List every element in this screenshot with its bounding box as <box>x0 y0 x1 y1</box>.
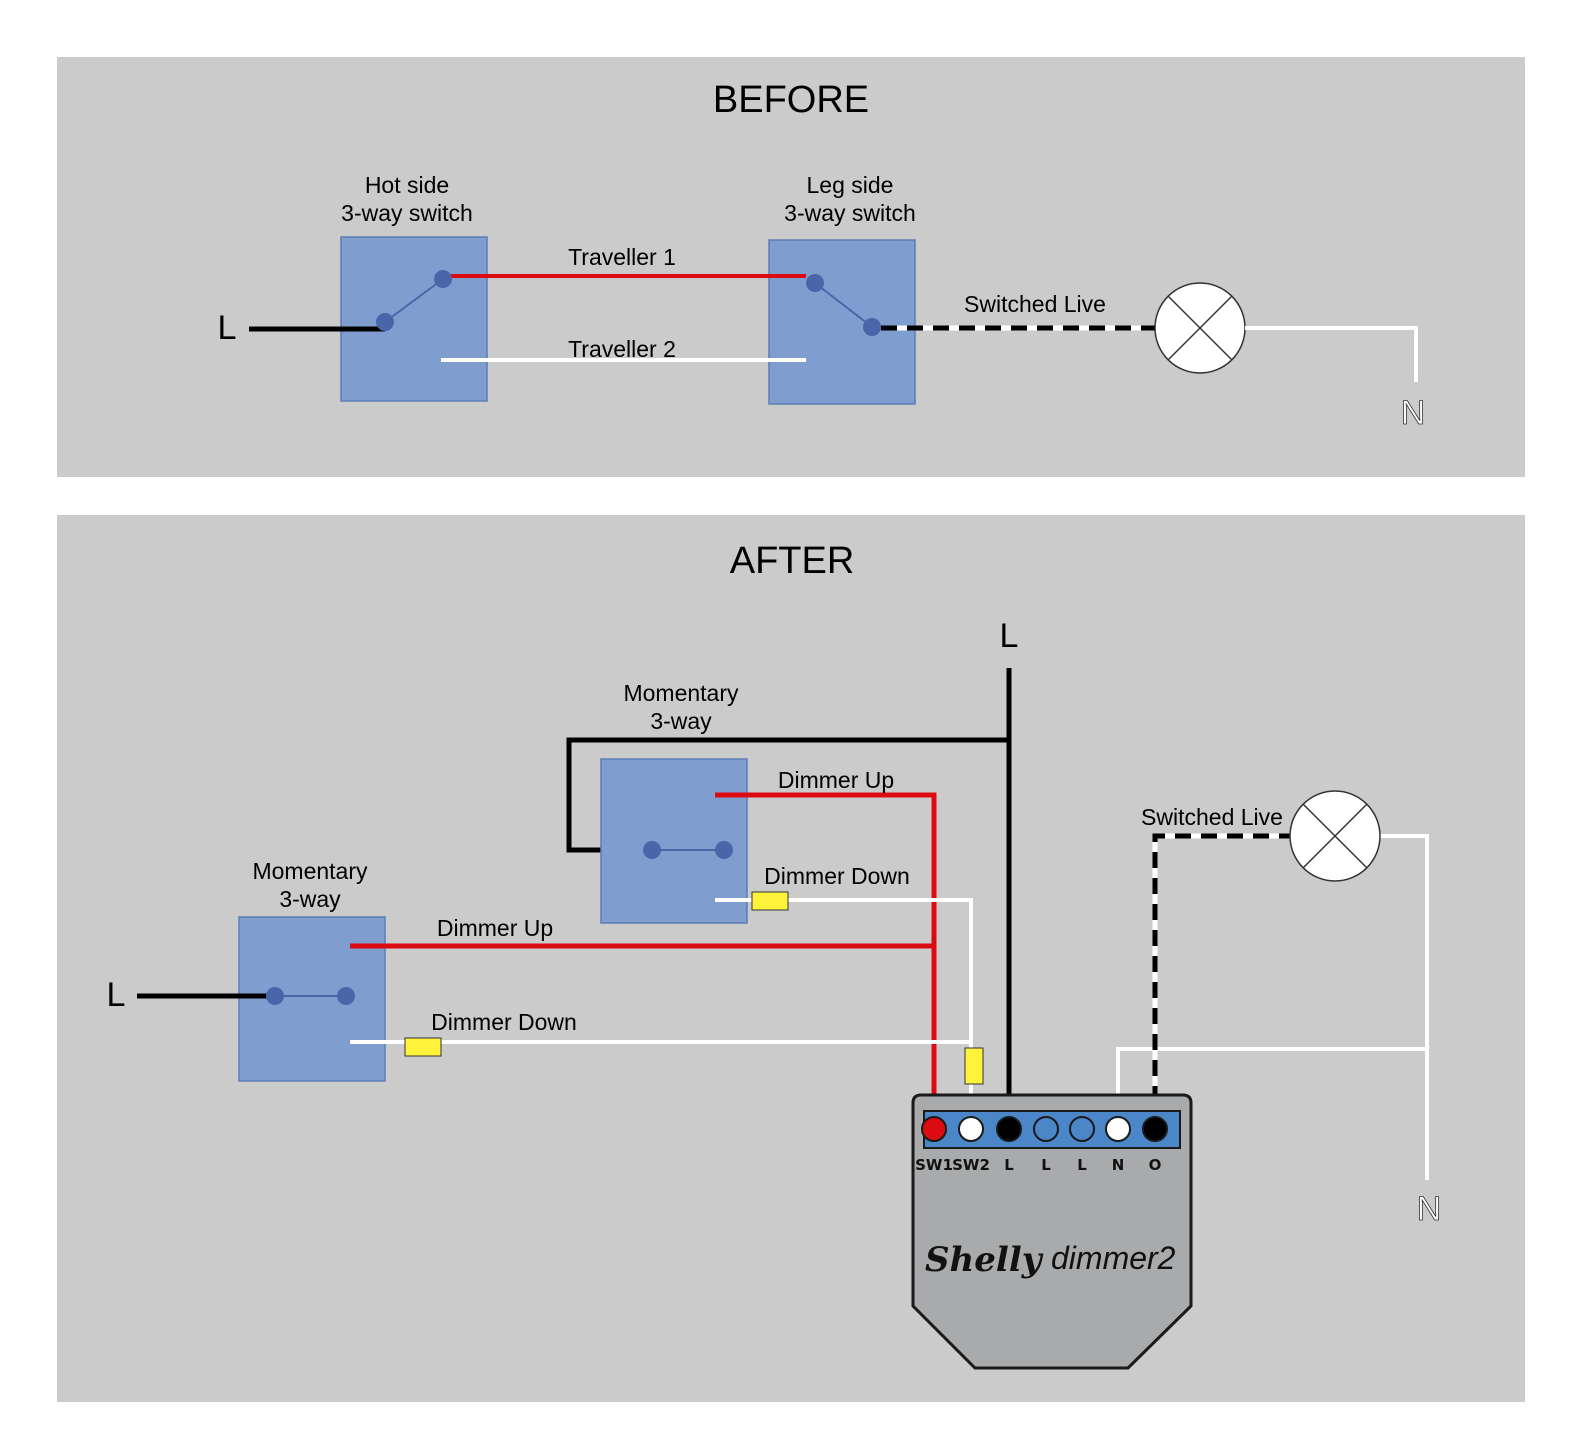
after-neutral-wire <box>1380 834 1429 1180</box>
leg-switch-label-line2: 3-way switch <box>784 200 916 226</box>
before-title: BEFORE <box>713 79 869 121</box>
terminal-screw-l-3 <box>1033 1116 1059 1142</box>
switch-a-terminal <box>337 987 355 1005</box>
switch-b-dimmer-up-wire <box>715 792 937 1128</box>
leg-switch-label-line1: Leg side <box>807 172 894 198</box>
device-brand: Shelly <box>925 1240 1044 1280</box>
switch-b-common-terminal <box>643 841 661 859</box>
before-neutral-wire <box>1245 326 1418 382</box>
before-lamp-icon <box>1154 282 1246 374</box>
terminal-label-l-4: L <box>1077 1156 1087 1174</box>
switch-b-dimmer-down-label: Dimmer Down <box>764 863 910 889</box>
switch-a-label-line1: Momentary <box>252 858 368 884</box>
before-neutral-label: N <box>1401 394 1426 432</box>
leg-switch-common-terminal <box>863 318 881 336</box>
hot-switch-terminal-1 <box>434 270 452 288</box>
leg-switch-terminal-1 <box>806 274 824 292</box>
device-model: dimmer2 <box>1051 1240 1176 1276</box>
sw2-joined-connector <box>964 1047 984 1085</box>
terminal-screw-sw1-0 <box>921 1116 947 1142</box>
device-body <box>911 1093 1193 1370</box>
switch-b-terminal <box>715 841 733 859</box>
terminal-screw-n-5 <box>1105 1116 1131 1142</box>
switch-b-down-connector <box>751 891 789 911</box>
traveller-1-label: Traveller 1 <box>568 244 676 270</box>
terminal-label-l-3: L <box>1041 1156 1051 1174</box>
after-panel: AFTER L Momentary 3-way Momentary 3-way … <box>57 515 1525 1402</box>
hot-side-switch: Hot side 3-way switch <box>340 172 488 402</box>
before-panel: BEFORE Hot side 3-way switch Leg side 3-… <box>57 57 1525 477</box>
switch-a-box <box>238 916 386 1082</box>
after-neutral-label: N <box>1417 1190 1442 1228</box>
terminal-label-n-5: N <box>1112 1156 1125 1174</box>
after-lamp-icon <box>1289 790 1381 882</box>
momentary-switch-b: Momentary 3-way <box>600 680 748 924</box>
switch-b-box <box>600 758 748 924</box>
terminal-screw-l-4 <box>1069 1116 1095 1142</box>
terminal-screw-o-6 <box>1142 1116 1168 1142</box>
after-top-live-label: L <box>1000 617 1019 655</box>
before-switched-live-label: Switched Live <box>964 291 1106 317</box>
before-live-label: L <box>218 309 237 347</box>
switch-a-dimmer-down-label: Dimmer Down <box>431 1009 577 1035</box>
switch-b-label-line2: 3-way <box>650 708 712 734</box>
terminal-label-sw1-0: SW1 <box>915 1156 953 1174</box>
hot-switch-common-terminal <box>376 313 394 331</box>
switch-a-common-terminal <box>266 987 284 1005</box>
switch-a-dimmer-up-label: Dimmer Up <box>437 915 553 941</box>
terminal-screw-sw2-1 <box>958 1116 984 1142</box>
after-switched-live-label: Switched Live <box>1141 804 1283 830</box>
hot-switch-box <box>340 236 488 402</box>
switch-a-label-line2: 3-way <box>279 886 341 912</box>
hot-switch-label-line1: Hot side <box>365 172 449 198</box>
terminal-screw-l-2 <box>996 1116 1022 1142</box>
leg-switch-box <box>768 239 916 405</box>
traveller-2-label: Traveller 2 <box>568 336 676 362</box>
after-title: AFTER <box>730 540 855 582</box>
after-left-live-label: L <box>107 976 126 1014</box>
switch-a-down-connector <box>404 1037 442 1057</box>
hot-switch-label-line2: 3-way switch <box>341 200 473 226</box>
terminal-label-sw2-1: SW2 <box>952 1156 990 1174</box>
leg-switch-lever <box>814 282 873 328</box>
switch-b-label-line1: Momentary <box>623 680 739 706</box>
terminal-label-o-6: O <box>1149 1156 1162 1174</box>
after-switched-live-wire <box>1152 833 1290 1128</box>
switch-b-dimmer-up-label: Dimmer Up <box>778 767 894 793</box>
leg-side-switch: Leg side 3-way switch <box>768 172 916 405</box>
terminal-label-l-2: L <box>1004 1156 1014 1174</box>
hot-switch-lever <box>384 278 444 323</box>
